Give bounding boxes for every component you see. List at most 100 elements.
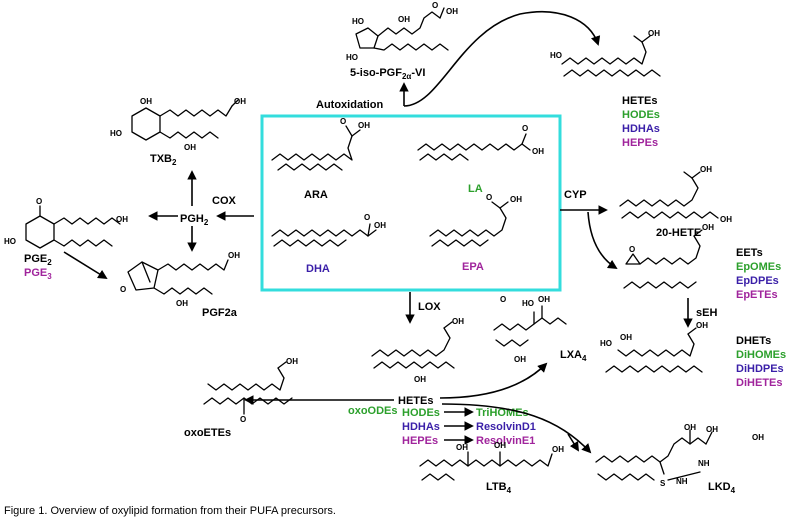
eet-structure: O OH [623, 223, 714, 289]
lxa4-o-label: O [500, 295, 506, 304]
pgf2a-o-label: O [120, 285, 126, 294]
pgf2a-oh2-label: OH [176, 299, 188, 308]
ltb4-label: LTB4 [486, 481, 512, 495]
dha-oh-label: OH [374, 221, 386, 230]
epa-label: EPA [462, 261, 484, 273]
eet-o-label: O [629, 245, 635, 254]
iso-pgf-structure: HO HO OH OH O [346, 1, 458, 62]
dhet-list-item: DiHOMEs [736, 349, 786, 361]
hete-autox-structure: OH HO [550, 29, 661, 77]
pge2-structure: O HO OH [4, 197, 128, 249]
hete20-structure: OH OH [619, 165, 732, 224]
iso-pgf-oh2-label: OH [446, 7, 458, 16]
iso-pgf-o-label: O [432, 1, 438, 10]
la-label: LA [468, 183, 483, 195]
lkd4-oh2-label: OH [706, 425, 718, 434]
dhet-list-item: DiHETEs [736, 377, 782, 389]
iso-pgf-oh-label: OH [398, 15, 410, 24]
lox-list-item: HETEs [398, 395, 433, 407]
lox-label: LOX [418, 301, 441, 313]
lkd4-nh2-label: NH [698, 459, 710, 468]
eet-list-item: EpOMEs [736, 261, 781, 273]
lox-products-left: HETEs oxoODEs HODEs HDHAs HEPEs [348, 395, 440, 447]
txb2-ho-label: HO [110, 129, 122, 138]
lox-right-item: ResolvinE1 [476, 435, 535, 447]
dhet-ho-label: HO [600, 339, 612, 348]
pge3-sub: 3 [47, 272, 52, 281]
iso-pgf-label: 5-iso-PGF2α-VI [350, 67, 425, 81]
autox-curve-arrow [403, 10, 601, 107]
dha-o-label: O [364, 213, 370, 222]
autox-list-item: HEPEs [622, 137, 658, 149]
pgh-name: PGH [180, 213, 204, 225]
lxa4-structure: HO OH O OH [493, 295, 567, 364]
autox-list-item: HODEs [622, 109, 660, 121]
pgf2a-label: PGF2a [202, 307, 238, 319]
cox-label: COX [212, 195, 237, 207]
iso-pgf-ho-label: HO [352, 17, 364, 26]
lxa4-label: LXA4 [560, 349, 587, 363]
ara-label: ARA [304, 189, 328, 201]
txb2-oh3-label: OH [234, 97, 246, 106]
dhet-list-item: DHETs [736, 335, 771, 347]
lkd4-oh3-label: OH [752, 433, 764, 442]
ltb4-oh2-label: OH [494, 441, 506, 450]
precursor-box [260, 114, 562, 292]
cyp-label: CYP [564, 189, 587, 201]
lox-list-item: HEPEs [402, 435, 438, 447]
eet-oh-label: OH [702, 223, 714, 232]
lkd4-structure: S NH NH OH OH OH [595, 423, 764, 488]
la-structure: OH O [417, 124, 544, 161]
iso-pgf-sub: 2α [402, 72, 411, 81]
dhet-oh2-label: OH [696, 321, 708, 330]
epa-oh-label: OH [510, 195, 522, 204]
pgf2a-oh-label: OH [228, 251, 240, 260]
hete-lox-structure: OH OH [371, 317, 464, 384]
lkd4-label: LKD4 [708, 481, 736, 495]
autoxidation-label: Autoxidation [316, 99, 383, 111]
seh-label: sEH [696, 307, 717, 319]
pge2-label: PGE2 [24, 253, 52, 267]
hete-autox-ho-label: HO [550, 51, 562, 60]
pgh2-label: PGH2 [180, 213, 209, 227]
txb2-structure: OH HO OH OH [110, 97, 246, 152]
la-o-label: O [522, 124, 528, 133]
epa-o-label: O [486, 193, 492, 202]
lox-right-item: TriHOMEs [476, 407, 529, 419]
lox-right-item: ResolvinD1 [476, 421, 536, 433]
lxa4-oh-label: OH [538, 295, 550, 304]
oxoete-o-label: O [240, 415, 246, 424]
pge2-ho-label: HO [4, 237, 16, 246]
hete20-oh2-label: OH [720, 215, 732, 224]
ara-structure: OH O [271, 117, 370, 171]
lxa4-oh2-label: OH [514, 355, 526, 364]
ltb-to-lkd-arrow [567, 433, 580, 452]
ltb-name: LTB [486, 481, 507, 493]
pge3-label: PGE3 [24, 267, 52, 281]
eet-list-item: EpETEs [736, 289, 778, 301]
eet-products-list: EETs EpOMEs EpDPEs EpETEs [736, 247, 781, 301]
iso-pgf-ho2-label: HO [346, 53, 358, 62]
cyp-to-eet-arrow [587, 211, 618, 270]
lxa-sub: 4 [582, 354, 587, 363]
autox-products-list: HETEs HODEs HDHAs HEPEs [622, 95, 660, 149]
pge-to-pgf-arrow [63, 251, 108, 280]
pgf2a-structure: O OH OH [120, 251, 240, 308]
ara-oh-label: OH [358, 121, 370, 130]
hete-lox-oh-label: OH [452, 317, 464, 326]
hete20-oh-label: OH [700, 165, 712, 174]
oxoete-structure: OH O [203, 357, 298, 424]
pge2-sub: 2 [47, 258, 52, 267]
lxa-name: LXA [560, 349, 582, 361]
hete-to-lkd-arrow [441, 403, 592, 454]
dhet-structure: HO OH OH [600, 321, 708, 373]
eet-list-item: EETs [736, 247, 763, 259]
iso-pgf-name: 5-iso-PGF [350, 67, 402, 79]
la-oh-label: OH [532, 147, 544, 156]
lox-products-right: TriHOMEs ResolvinD1 ResolvinE1 [476, 407, 536, 447]
ara-o-label: O [340, 117, 346, 126]
iso-pgf-suffix: -VI [411, 67, 425, 79]
oxoete-oh-label: OH [286, 357, 298, 366]
